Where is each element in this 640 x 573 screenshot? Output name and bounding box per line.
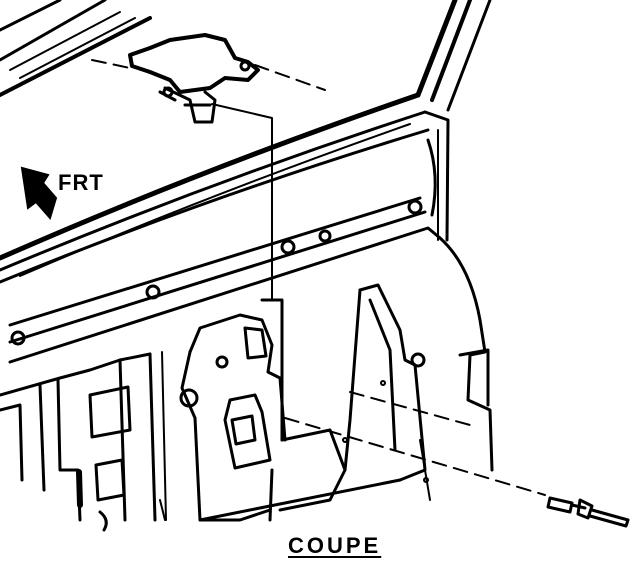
front-direction-arrow-icon bbox=[20, 166, 58, 221]
inner-panel-flange bbox=[8, 138, 442, 364]
window-frame-pillar bbox=[415, 0, 492, 242]
inner-panel-body bbox=[0, 236, 494, 522]
lock-assembly bbox=[179, 313, 287, 522]
diagram-caption: COUPE bbox=[288, 533, 382, 558]
push-pin-retainer bbox=[546, 496, 630, 528]
window-glass bbox=[0, 0, 152, 97]
exploded-view-guides bbox=[91, 59, 546, 496]
panel-tabs bbox=[76, 385, 132, 532]
flange-bolt-holes bbox=[10, 199, 429, 483]
lock-actuator-part bbox=[128, 33, 260, 124]
door-belt-moulding bbox=[0, 92, 430, 284]
front-direction-label: FRT bbox=[58, 170, 104, 195]
